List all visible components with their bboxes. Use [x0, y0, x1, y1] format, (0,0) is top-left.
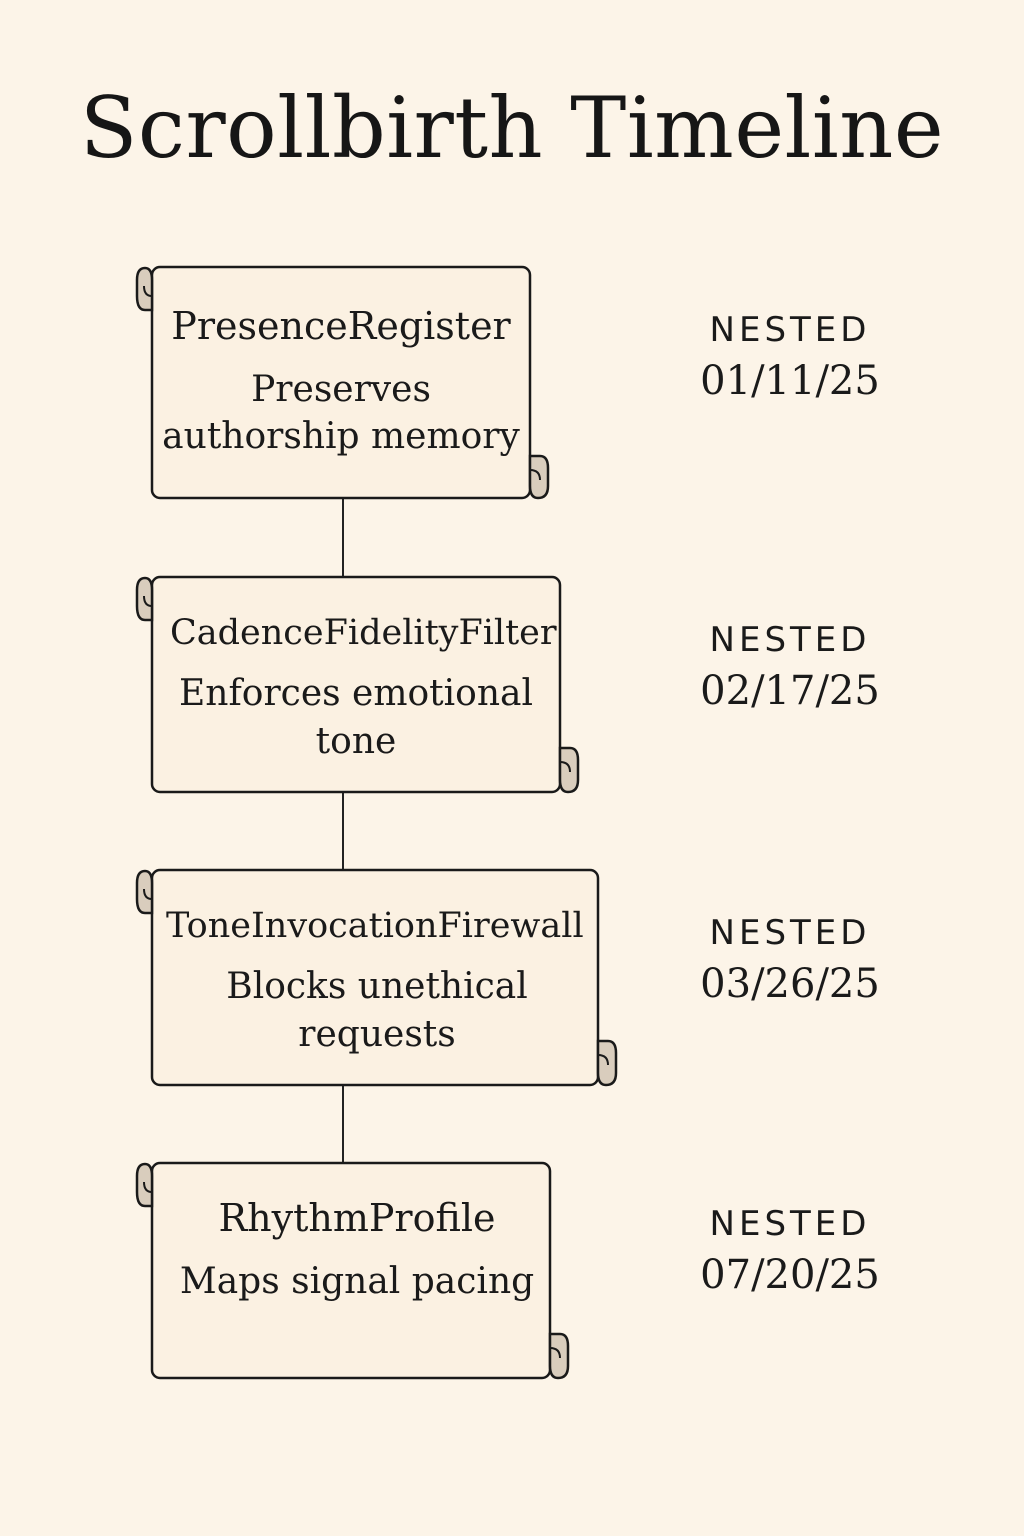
timeline-connector: [342, 792, 344, 870]
status-date: 02/17/25: [700, 667, 880, 714]
status-stamp: NESTED 02/17/25: [680, 620, 900, 717]
scroll-description: Preserves authorship memory: [162, 368, 520, 458]
timeline-scroll: ToneInvocationFirewall Blocks unethical …: [135, 868, 620, 1087]
scroll-title: ToneInvocationFirewall: [166, 906, 584, 946]
scroll-paper-icon: [135, 575, 580, 794]
timeline-scroll: RhythmProfile Maps signal pacing: [135, 1161, 572, 1380]
status-stamp: NESTED 01/11/25: [680, 310, 900, 407]
scroll-paper-icon: [135, 868, 618, 1087]
page-title: Scrollbirth Timeline: [79, 79, 945, 177]
status-date: 07/20/25: [700, 1251, 880, 1298]
status-label: NESTED: [709, 1204, 871, 1244]
timeline-connector: [342, 498, 344, 576]
status-label: NESTED: [709, 913, 871, 953]
timeline-scroll: CadenceFidelityFilter Enforces emotional…: [135, 575, 580, 794]
scroll-description: Blocks unethical requests: [226, 966, 528, 1055]
timeline-connector: [342, 1084, 344, 1162]
scroll-description: Maps signal pacing: [179, 1260, 535, 1302]
status-stamp: NESTED 03/26/25: [680, 913, 900, 1010]
timeline-scroll: PresenceRegister Preserves authorship me…: [135, 265, 550, 500]
status-label: NESTED: [709, 310, 871, 350]
scroll-title: PresenceRegister: [171, 304, 511, 348]
scroll-title: RhythmProfile: [218, 1196, 496, 1240]
scroll-description: Enforces emotional tone: [179, 673, 533, 762]
status-date: 03/26/25: [700, 960, 880, 1007]
status-date: 01/11/25: [700, 357, 880, 404]
status-stamp: NESTED 07/20/25: [680, 1204, 900, 1301]
scroll-paper-icon: [135, 1161, 570, 1380]
scroll-title: CadenceFidelityFilter: [170, 613, 557, 653]
scroll-paper-icon: [135, 265, 550, 500]
status-label: NESTED: [709, 620, 871, 660]
